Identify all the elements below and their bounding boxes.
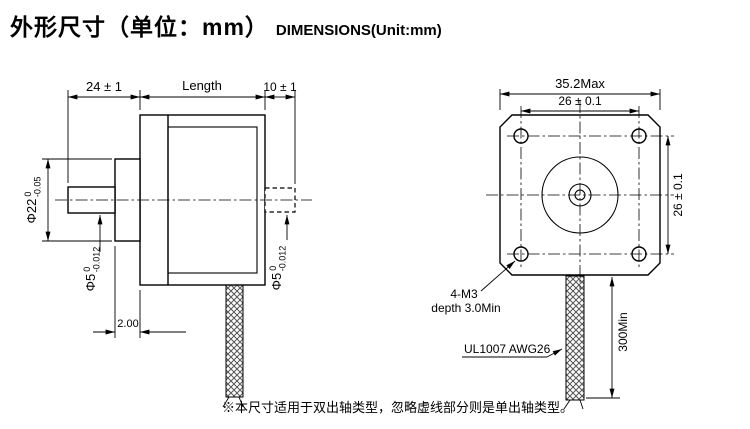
boss-tol-lower: -0.05 [33, 177, 43, 198]
boss-diameter-value: Φ22 [24, 199, 39, 224]
front-cable-braid [565, 275, 585, 401]
side-cable-strand [222, 396, 230, 408]
front-cable-strand [563, 399, 571, 410]
title-chinese: 外形尺寸（单位：mm） [10, 14, 269, 40]
front-shaft-diameter-dim: Φ5 0-0.012 [82, 247, 102, 292]
front-centerlines [486, 101, 674, 289]
hole-spacing-vertical-dim: 26 ± 0.1 [671, 173, 685, 217]
rear-shaft-diameter-dim: Φ5 0-0.012 [268, 246, 288, 291]
footnote: ※本尺寸适用于双出轴类型，忽略虚线部分则是单出轴类型。 [222, 400, 573, 415]
mounting-hole-spec-line2: depth 3.0Min [431, 301, 500, 315]
front-cable [563, 275, 585, 410]
side-cable [222, 284, 244, 408]
side-dimension-lines [45, 94, 295, 335]
rear-shaft-diameter-value: Φ5 [269, 273, 284, 291]
rear-shaft-length-dim: 10 ± 1 [263, 80, 297, 94]
body-length-dim: Length [182, 78, 222, 93]
rear-shaft-tol-lower: -0.012 [278, 246, 288, 272]
side-cable-strand [238, 396, 244, 408]
front-view: 35.2Max 26 ± 0.1 26 ± 0.1 4-M3 depth 3.0… [431, 76, 685, 410]
front-cable-strand [579, 399, 584, 410]
page-title: 外形尺寸（单位：mm） DIMENSIONS(Unit:mm) [10, 8, 442, 42]
hole-spacing-horizontal-dim: 26 ± 0.1 [558, 94, 602, 108]
mounting-hole-spec-label: 4-M3 depth 3.0Min [431, 287, 500, 315]
mounting-hole-spec-line1: 4-M3 [450, 287, 478, 301]
side-view: 24 ± 1 Length 10 ± 1 Φ220-0.05 Φ50-0.012… [23, 78, 312, 408]
boss-diameter-dim: Φ22 0-0.05 [23, 177, 43, 224]
front-shaft-tol-lower: -0.012 [92, 247, 102, 273]
front-shaft-tol-upper: 0 [82, 267, 92, 272]
frame-width-dim: 35.2Max [555, 76, 605, 91]
side-cable-braid [225, 284, 244, 398]
front-shaft-diameter-value: Φ5 [83, 274, 98, 292]
wire-length-dim: 300Min [616, 312, 630, 351]
title-english: DIMENSIONS(Unit:mm) [275, 22, 442, 39]
boss-depth-dim: 2.00 [117, 318, 138, 330]
boss-tol-upper: 0 [23, 192, 33, 197]
front-shaft-length-dim: 24 ± 1 [86, 79, 122, 94]
rear-shaft-tol-upper: 0 [268, 266, 278, 271]
front-dimension-lines [480, 91, 671, 398]
wire-spec-label: UL1007 AWG26 [464, 342, 551, 356]
